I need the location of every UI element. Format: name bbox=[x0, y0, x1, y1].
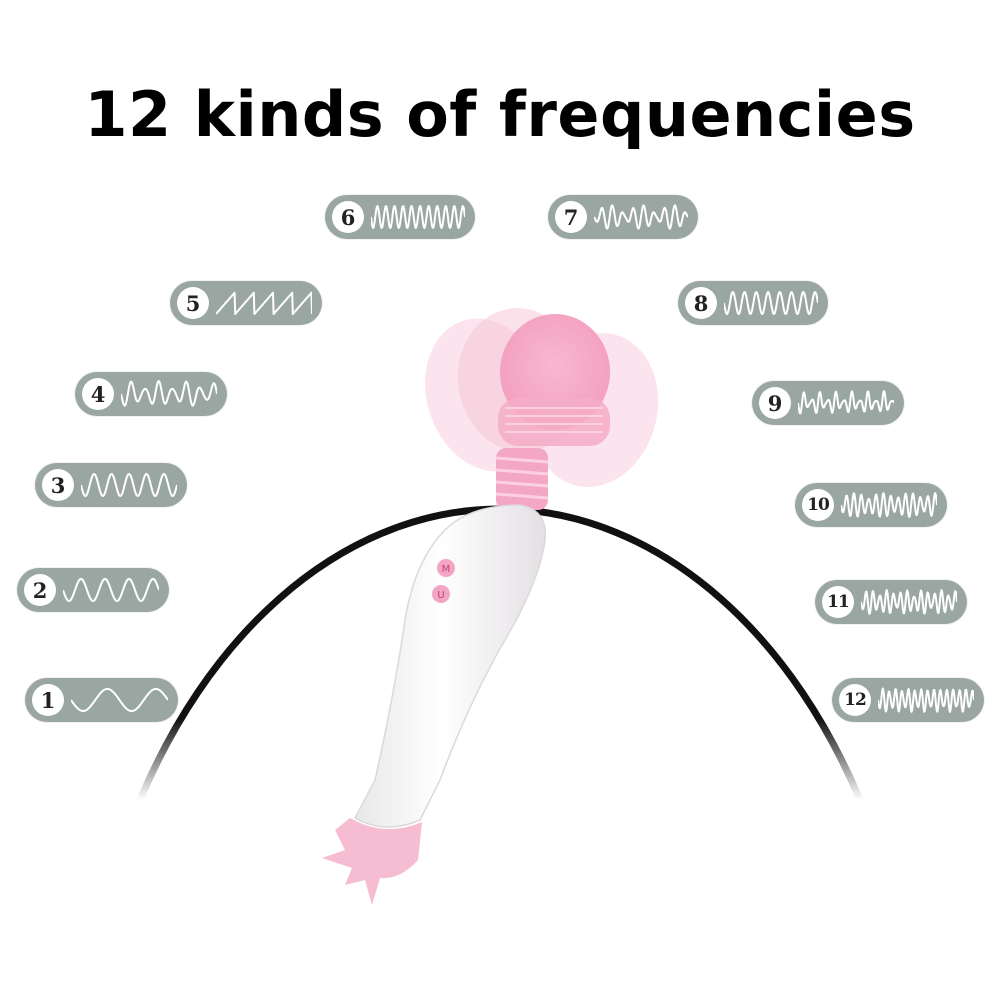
frequency-mode-6: 6 bbox=[325, 195, 475, 239]
frequency-mode-7: 7 bbox=[548, 195, 698, 239]
page-title: 12 kinds of frequencies bbox=[84, 78, 916, 151]
frequency-mode-2: 2 bbox=[17, 568, 169, 612]
frequency-mode-3: 3 bbox=[35, 463, 187, 507]
frequency-mode-4: 4 bbox=[75, 372, 227, 416]
mode-number-badge: 3 bbox=[42, 469, 74, 501]
mode-number-badge: 6 bbox=[332, 201, 364, 233]
pulse-wave-icon bbox=[121, 380, 217, 407]
mode-number-badge: 11 bbox=[822, 586, 854, 618]
mode-number-badge: 5 bbox=[177, 287, 209, 319]
frequency-mode-1: 1 bbox=[25, 678, 178, 722]
dense-zigzag-wave-icon bbox=[371, 205, 465, 229]
sine-wave-icon bbox=[63, 578, 159, 602]
spike-wave-icon bbox=[841, 492, 937, 518]
mode-number-badge: 7 bbox=[555, 201, 587, 233]
mode-number-badge: 2 bbox=[24, 574, 56, 606]
frequency-mode-12: 12 bbox=[832, 678, 984, 722]
svg-text:M: M bbox=[442, 564, 451, 575]
chaotic-wave-icon bbox=[878, 687, 974, 713]
sawtooth-wave-icon bbox=[216, 291, 312, 315]
mode-number-badge: 9 bbox=[759, 387, 791, 419]
mode-number-badge: 12 bbox=[839, 684, 871, 716]
frequency-mode-11: 11 bbox=[815, 580, 967, 624]
frequency-mode-5: 5 bbox=[170, 281, 322, 325]
frequency-mode-8: 8 bbox=[678, 281, 828, 325]
dense-sine-wave-icon bbox=[724, 291, 818, 315]
mode-number-badge: 8 bbox=[685, 287, 717, 319]
random-wave-icon bbox=[861, 589, 957, 615]
frequency-mode-10: 10 bbox=[795, 483, 947, 527]
fast-sine-wave-icon bbox=[81, 473, 177, 497]
slow-sine-wave-icon bbox=[71, 688, 168, 712]
svg-text:U: U bbox=[437, 590, 444, 601]
irregular-wave-icon bbox=[798, 390, 894, 415]
mode-number-badge: 10 bbox=[802, 489, 834, 521]
burst-wave-icon bbox=[594, 204, 688, 230]
mode-number-badge: 4 bbox=[82, 378, 114, 410]
frequency-mode-9: 9 bbox=[752, 381, 904, 425]
mode-number-badge: 1 bbox=[32, 684, 64, 716]
